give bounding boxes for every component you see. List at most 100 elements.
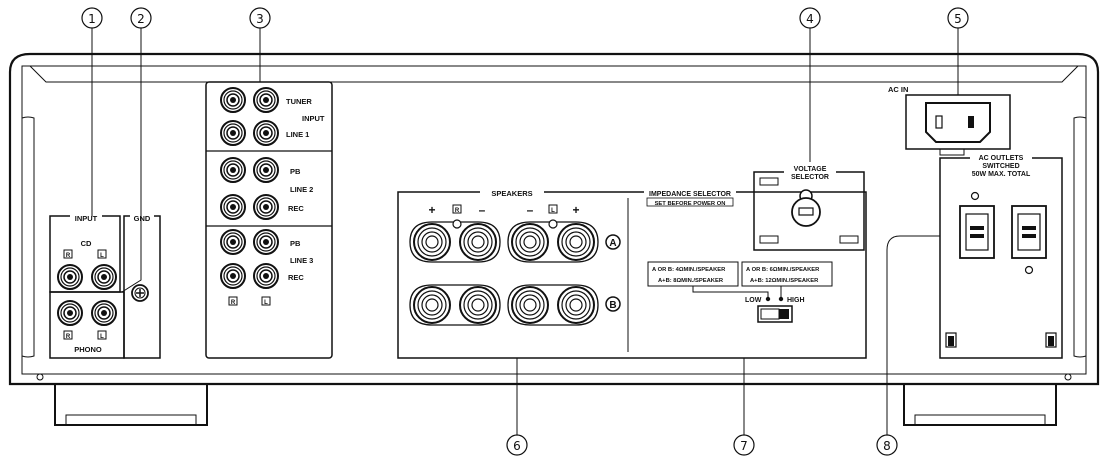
cd-r-jack[interactable] bbox=[57, 264, 83, 290]
line1-label: LINE 1 bbox=[286, 130, 309, 139]
phono-l-label: L bbox=[100, 334, 104, 340]
callout-2: 2 bbox=[130, 7, 152, 29]
speaker-a-label: A bbox=[609, 238, 616, 249]
cd-l-jack[interactable] bbox=[91, 264, 117, 290]
callout-3: 3 bbox=[249, 7, 271, 29]
line3-label: LINE 3 bbox=[290, 256, 313, 265]
svg-text:5: 5 bbox=[954, 12, 962, 26]
line2-rec-r-jack[interactable] bbox=[220, 194, 246, 220]
voltage-line2: SELECTOR bbox=[791, 174, 829, 181]
ac-outlets-line1: AC OUTLETS bbox=[979, 155, 1024, 162]
tuner-label: TUNER bbox=[286, 97, 312, 106]
gnd-label: GND bbox=[134, 214, 151, 223]
tuner-r-jack[interactable] bbox=[220, 87, 246, 113]
spk-r-label: R bbox=[455, 208, 460, 214]
low-spec-line1: A OR B: 4ΩMIN./SPEAKER bbox=[652, 267, 726, 273]
line2-label: LINE 2 bbox=[290, 185, 313, 194]
line2-pb-l-jack[interactable] bbox=[253, 157, 279, 183]
speaker-b-label: B bbox=[609, 300, 616, 311]
cd-label: CD bbox=[81, 239, 92, 248]
inputs-r-label: R bbox=[231, 300, 236, 306]
spk-l-minus: – bbox=[527, 203, 534, 217]
right-foot bbox=[903, 382, 1057, 426]
ac-outlet-2[interactable] bbox=[1011, 205, 1047, 259]
phono-r-label: R bbox=[66, 334, 71, 340]
inputs-block: TUNER INPUT LINE 1 PB LINE 2 REC PB LINE… bbox=[205, 81, 333, 359]
speaker-b-r-plus-terminal[interactable] bbox=[413, 286, 451, 324]
line3-rec-l-jack[interactable] bbox=[253, 263, 279, 289]
ac-outlet-1[interactable] bbox=[959, 205, 995, 259]
line3-pb-r-jack[interactable] bbox=[220, 229, 246, 255]
speaker-b-l-plus-terminal[interactable] bbox=[557, 286, 595, 324]
spk-l-plus: + bbox=[572, 203, 579, 217]
high-spec-line2: A+B: 12ΩMIN./SPEAKER bbox=[750, 278, 819, 284]
impedance-switch[interactable] bbox=[757, 305, 793, 323]
speaker-a-l-minus-terminal[interactable] bbox=[511, 223, 549, 261]
line3-rec-r-jack[interactable] bbox=[220, 263, 246, 289]
svg-text:7: 7 bbox=[740, 439, 748, 453]
impedance-note: SET BEFORE POWER ON bbox=[655, 201, 726, 207]
low-label: LOW bbox=[745, 297, 762, 304]
callout-leaders bbox=[91, 28, 959, 436]
line3-pb-label: PB bbox=[290, 239, 301, 248]
line2-rec-label: REC bbox=[288, 204, 304, 213]
impedance-selector: IMPEDANCE SELECTOR SET BEFORE POWER ON A… bbox=[644, 188, 833, 323]
speaker-a-r-minus-terminal[interactable] bbox=[459, 223, 497, 261]
voltage-selector-knob[interactable] bbox=[791, 189, 821, 227]
speakers-title: SPEAKERS bbox=[491, 189, 532, 198]
ac-in-socket[interactable] bbox=[925, 102, 991, 143]
ac-outlets-line2: SWITCHED bbox=[982, 163, 1019, 170]
ac-outlets-line3: 50W MAX. TOTAL bbox=[972, 171, 1031, 178]
high-spec-line1: A OR B: 6ΩMIN./SPEAKER bbox=[746, 267, 820, 273]
left-foot bbox=[54, 382, 208, 426]
voltage-selector: VOLTAGE SELECTOR bbox=[753, 162, 865, 251]
voltage-line1: VOLTAGE bbox=[794, 166, 827, 173]
speaker-a-l-plus-terminal[interactable] bbox=[557, 223, 595, 261]
line2-pb-label: PB bbox=[290, 167, 301, 176]
callout-7: 7 bbox=[733, 434, 755, 456]
high-label: HIGH bbox=[787, 297, 805, 304]
phono-l-jack[interactable] bbox=[91, 300, 117, 326]
line2-pb-r-jack[interactable] bbox=[220, 157, 246, 183]
gnd-section: GND bbox=[123, 212, 161, 359]
ac-outlets-section: AC OUTLETS SWITCHED 50W MAX. TOTAL bbox=[939, 154, 1063, 359]
svg-text:1: 1 bbox=[88, 12, 96, 26]
callout-8: 8 bbox=[876, 434, 898, 456]
line3-pb-l-jack[interactable] bbox=[253, 229, 279, 255]
callout-4: 4 bbox=[799, 7, 821, 29]
line1-r-jack[interactable] bbox=[220, 120, 246, 146]
speaker-b-l-minus-terminal[interactable] bbox=[511, 286, 549, 324]
gnd-terminal[interactable] bbox=[131, 284, 149, 302]
callout-1: 1 bbox=[81, 7, 103, 29]
cd-r-label: R bbox=[66, 253, 71, 259]
speakers-panel: SPEAKERS + R – – L + A B bbox=[397, 188, 867, 359]
tuner-l-jack[interactable] bbox=[253, 87, 279, 113]
speaker-b-r-minus-terminal[interactable] bbox=[459, 286, 497, 324]
callout-6: 6 bbox=[506, 434, 528, 456]
phono-label: PHONO bbox=[74, 345, 102, 354]
input-cd-heading: INPUT bbox=[75, 214, 98, 223]
low-spec-line2: A+B: 8ΩMIN./SPEAKER bbox=[658, 278, 724, 284]
svg-text:2: 2 bbox=[137, 12, 145, 26]
line1-l-jack[interactable] bbox=[253, 120, 279, 146]
svg-text:6: 6 bbox=[513, 439, 521, 453]
svg-text:3: 3 bbox=[256, 12, 264, 26]
svg-text:8: 8 bbox=[883, 439, 891, 453]
spk-r-minus: – bbox=[479, 203, 486, 217]
cd-l-label: L bbox=[100, 253, 104, 259]
chassis bbox=[8, 52, 1100, 386]
spk-r-plus: + bbox=[428, 203, 435, 217]
line2-rec-l-jack[interactable] bbox=[253, 194, 279, 220]
ac-in-label: AC IN bbox=[888, 85, 908, 94]
input-label: INPUT bbox=[302, 114, 325, 123]
spk-l-label: L bbox=[551, 208, 555, 214]
impedance-title: IMPEDANCE SELECTOR bbox=[649, 191, 731, 198]
line3-rec-label: REC bbox=[288, 273, 304, 282]
svg-text:4: 4 bbox=[806, 12, 814, 26]
ac-in-section: AC IN bbox=[888, 85, 1011, 156]
callout-5: 5 bbox=[947, 7, 969, 29]
phono-r-jack[interactable] bbox=[57, 300, 83, 326]
inputs-l-label: L bbox=[264, 300, 268, 306]
speaker-a-r-plus-terminal[interactable] bbox=[413, 223, 451, 261]
